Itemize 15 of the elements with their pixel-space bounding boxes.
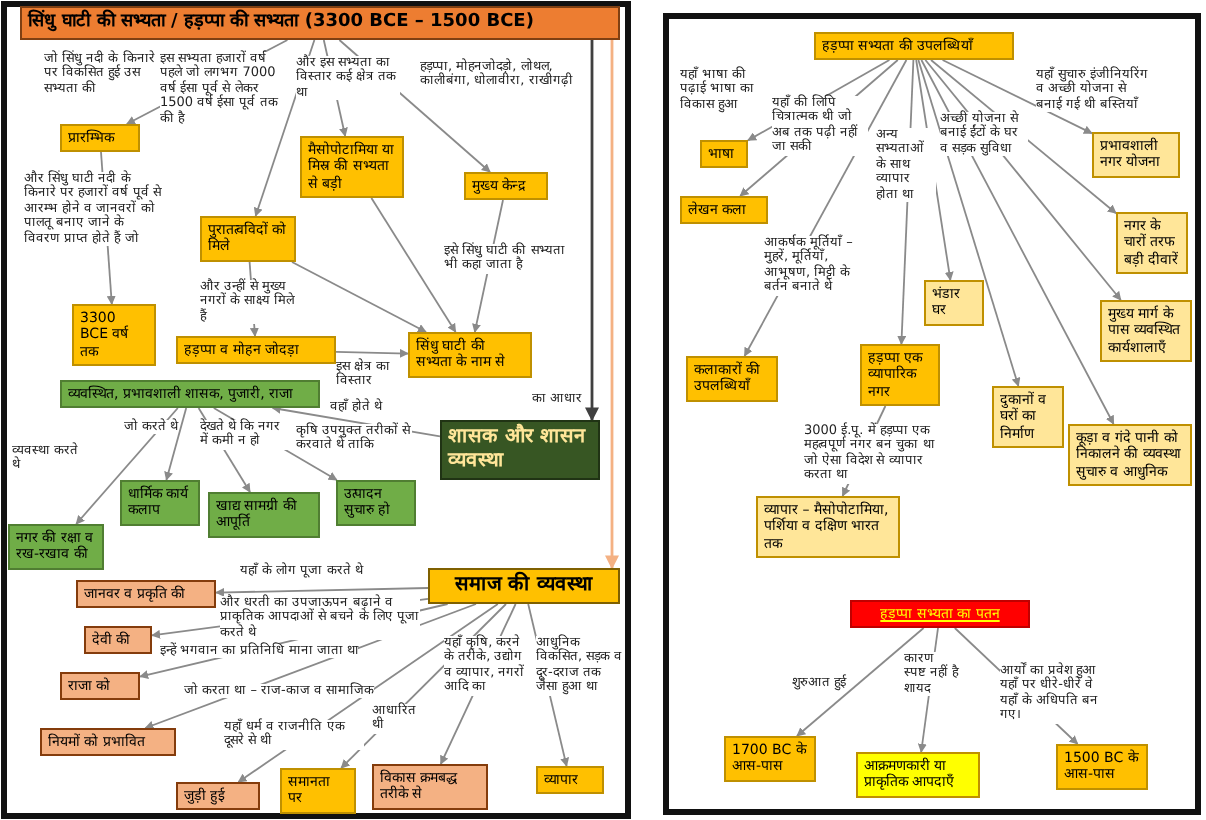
connector-arrow	[370, 197, 457, 333]
connector-arrow	[164, 407, 188, 481]
connector-arrow	[796, 627, 925, 737]
connector-arrow	[585, 40, 599, 422]
connector-arrow	[75, 407, 179, 525]
connector-arrow	[215, 587, 429, 597]
connector-arrow	[291, 261, 427, 333]
connector-arrow	[920, 59, 1115, 425]
topic-box: शासक और शासन व्यवस्था	[440, 420, 600, 480]
topic-box: सिंधु घाटी की सभ्यता / हड़प्पा की सभ्यता (3300 BCE – 1500 BCE)	[20, 6, 620, 40]
topic-box: समाज की व्यवस्था	[428, 568, 620, 604]
connector-arrow	[941, 59, 1093, 135]
connector-arrow	[335, 348, 409, 358]
connector-arrow	[917, 59, 1021, 387]
connector-arrow	[605, 40, 619, 570]
